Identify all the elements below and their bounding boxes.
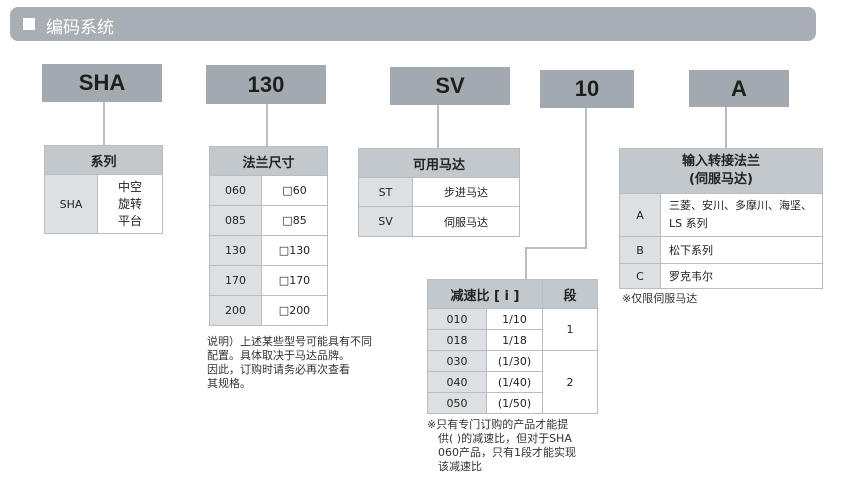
code-motor: SV — [390, 67, 510, 105]
ratio-header: 减速比 [ i ] — [427, 279, 543, 309]
code-size: 130 — [206, 65, 326, 104]
stage-header: 段 — [542, 279, 598, 309]
connector-line — [525, 247, 527, 279]
input-note: ※仅限伺服马达 — [622, 292, 698, 305]
connector-line — [525, 247, 587, 249]
connector-line — [103, 102, 105, 145]
stage-value: 2 — [542, 350, 598, 414]
flange-size: □200 — [261, 295, 328, 326]
stage-value: 1 — [542, 308, 598, 351]
flange-size: □85 — [261, 205, 328, 236]
series-code: SHA — [44, 174, 98, 234]
ratio-note: ※只有专门订购的产品才能提 供( )的减速比，但对于SHA 060产品，只有1段… — [427, 418, 576, 473]
flange-code: 170 — [209, 265, 262, 296]
series-header: 系列 — [44, 145, 163, 175]
input-code: C — [619, 263, 661, 289]
flange-code: 060 — [209, 175, 262, 206]
ratio-code: 010 — [427, 308, 487, 330]
flange-code: 200 — [209, 295, 262, 326]
ratio-value: (1/40) — [486, 371, 543, 393]
flange-header: 法兰尺寸 — [209, 146, 328, 176]
motor-header: 可用马达 — [358, 148, 520, 178]
ratio-code: 050 — [427, 392, 487, 414]
flange-size: □170 — [261, 265, 328, 296]
connector-line — [437, 105, 439, 148]
connector-line — [266, 104, 268, 146]
square-bullet-icon — [23, 18, 35, 30]
connector-line — [725, 107, 727, 148]
motor-desc: 步进马达 — [412, 177, 520, 207]
ratio-code: 030 — [427, 350, 487, 372]
section-title: 编码系统 — [46, 18, 114, 38]
flange-size: □130 — [261, 235, 328, 266]
code-input: A — [689, 70, 789, 107]
ratio-value: 1/18 — [486, 329, 543, 351]
connector-line — [585, 108, 587, 249]
ratio-value: (1/30) — [486, 350, 543, 372]
input-desc: 三菱、安川、多摩川、海坚、 LS 系列 — [660, 193, 823, 237]
section-header: 编码系统 — [10, 7, 816, 41]
ratio-value: (1/50) — [486, 392, 543, 414]
flange-table: 法兰尺寸 060□60 085□85 130□130 170□170 200□2… — [209, 146, 328, 326]
input-desc: 松下系列 — [660, 236, 823, 264]
flange-code: 085 — [209, 205, 262, 236]
motor-code: ST — [358, 177, 413, 207]
motor-code: SV — [358, 206, 413, 237]
ratio-code: 040 — [427, 371, 487, 393]
ratio-code: 018 — [427, 329, 487, 351]
input-code: A — [619, 193, 661, 237]
code-ratio: 10 — [540, 70, 634, 108]
code-series: SHA — [42, 64, 162, 102]
input-header: 输入转接法兰 (伺服马达) — [619, 148, 823, 194]
series-desc: 中空 旋转 平台 — [97, 174, 163, 234]
ratio-value: 1/10 — [486, 308, 543, 330]
motor-desc: 伺服马达 — [412, 206, 520, 237]
flange-size: □60 — [261, 175, 328, 206]
input-code: B — [619, 236, 661, 264]
flange-code: 130 — [209, 235, 262, 266]
input-desc: 罗克韦尔 — [660, 263, 823, 289]
flange-note: 说明）上述某些型号可能具有不同 配置。具体取决于马达品牌。 因此，订购时请务必再… — [207, 335, 372, 390]
